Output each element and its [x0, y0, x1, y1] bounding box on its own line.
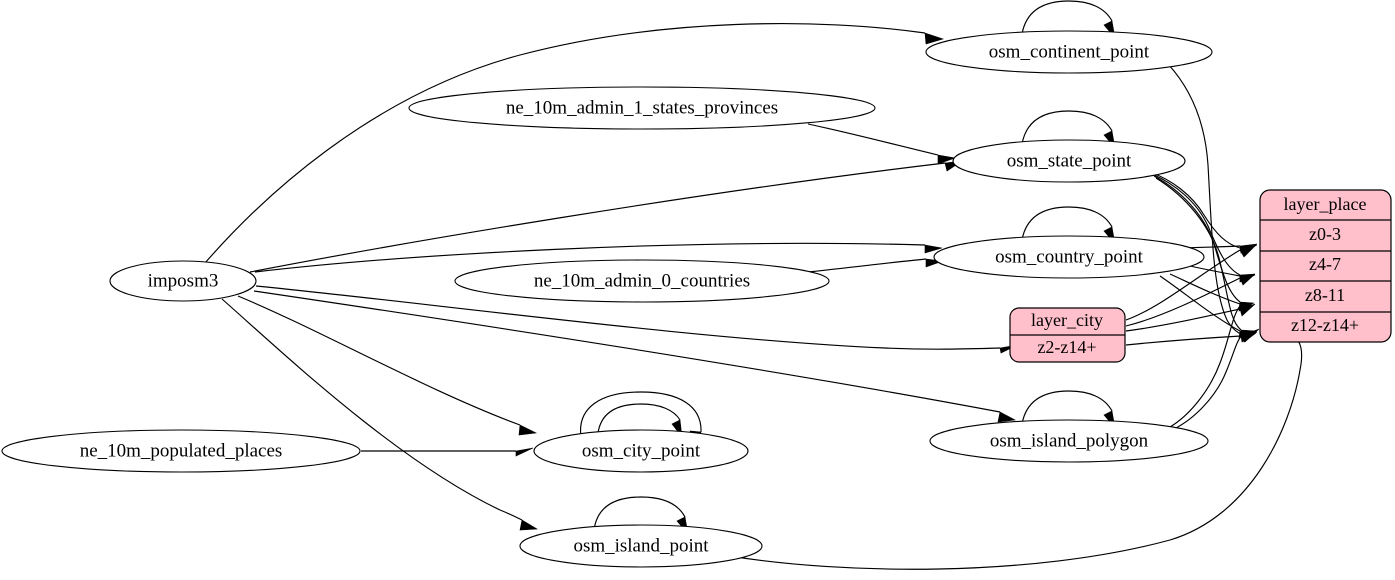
node-label-ne_10m_admin_0_countries: ne_10m_admin_0_countries	[534, 270, 750, 291]
record-row-layer_place-z4-7[interactable]: z4-7	[1309, 254, 1341, 274]
node-label-osm_island_polygon: osm_island_polygon	[990, 430, 1149, 451]
edge-imposm3-to-osm_continent_point	[204, 23, 945, 264]
record-row-layer_place-z0-3[interactable]: z0-3	[1309, 224, 1341, 244]
edge-layer_city-to-layer_place-z0	[1125, 244, 1257, 321]
node-label-ne_10m_populated_places: ne_10m_populated_places	[80, 440, 283, 461]
record-layer_city[interactable]: layer_city z2-z14+	[1009, 307, 1126, 363]
record-row-layer_place-z8-11[interactable]: z8-11	[1305, 285, 1345, 305]
node-osm_country_point[interactable]: osm_country_point	[933, 235, 1205, 279]
node-ne_10m_populated_places[interactable]: ne_10m_populated_places	[1, 429, 361, 473]
node-imposm3[interactable]: imposm3	[109, 260, 257, 302]
node-label-ne_10m_admin_1_states_provinces: ne_10m_admin_1_states_provinces	[506, 97, 778, 118]
node-label-imposm3: imposm3	[148, 270, 219, 291]
edge-imposm3-to-osm_city_point	[237, 295, 538, 436]
record-row-layer_place-z12-z14[interactable]: z12-z14+	[1291, 315, 1359, 335]
record-title-layer_city: layer_city	[1031, 310, 1103, 330]
edge-ne_populated-to-osm_city_point	[361, 447, 534, 457]
edge-layer	[204, 0, 1303, 570]
node-label-osm_island_point: osm_island_point	[573, 535, 709, 556]
edge-ne_states-to-osm_state_point	[807, 123, 957, 165]
edge-layer_city-to-layer_place-z12	[1125, 331, 1258, 346]
edge-imposm3-to-osm_state_point	[249, 160, 963, 273]
edge-osm_continent_point-to-layer_place-z12	[1167, 63, 1260, 343]
node-osm_city_point[interactable]: osm_city_point	[533, 429, 749, 473]
node-ne_10m_admin_0_countries[interactable]: ne_10m_admin_0_countries	[454, 259, 830, 303]
record-layer_place[interactable]: layer_place z0-3 z4-7 z8-11 z12-z14+	[1259, 189, 1392, 343]
node-layer: imposm3 ne_10m_admin_1_states_provinces …	[1, 30, 1213, 568]
edge-ne_countries-to-osm_country_point	[807, 258, 944, 273]
edge-layer_city-to-layer_place-z8	[1125, 303, 1256, 332]
edge-imposm3-to-osm_country_point	[254, 242, 943, 273]
node-label-osm_city_point: osm_city_point	[582, 440, 701, 461]
node-osm_island_point[interactable]: osm_island_point	[519, 524, 763, 568]
edge-layer_city-to-layer_place-z4	[1125, 273, 1256, 327]
node-label-osm_country_point: osm_country_point	[995, 246, 1143, 267]
edge-imposm3-to-osm_island_polygon	[253, 290, 1016, 423]
record-layer: layer_city z2-z14+ layer_place z0-3 z4-7…	[1009, 189, 1392, 363]
node-osm_state_point[interactable]: osm_state_point	[952, 139, 1186, 183]
node-osm_island_polygon[interactable]: osm_island_polygon	[929, 419, 1209, 463]
edge-imposm3-to-osm_island_point	[221, 298, 538, 531]
record-title-layer_place: layer_place	[1284, 194, 1367, 214]
node-ne_10m_admin_1_states_provinces[interactable]: ne_10m_admin_1_states_provinces	[408, 86, 876, 130]
node-label-osm_continent_point: osm_continent_point	[989, 41, 1150, 62]
record-row-layer_city-z2-z14[interactable]: z2-z14+	[1037, 337, 1096, 357]
node-osm_continent_point[interactable]: osm_continent_point	[925, 30, 1213, 74]
node-label-osm_state_point: osm_state_point	[1007, 150, 1132, 171]
edge-osm_island_polygon-to-layer_place-z8	[1169, 304, 1255, 428]
